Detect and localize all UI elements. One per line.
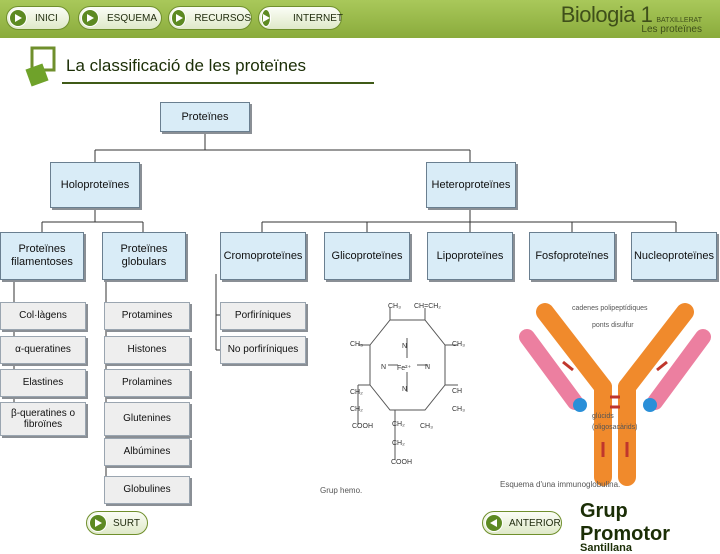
node-hetero-type: Cromoproteïnes [220,232,306,280]
nav-internet-label: INTERNET [293,12,343,24]
list-item: α-queratines [0,336,86,364]
list-item-label: Porfiríniques [234,310,292,322]
node-globulars-label: Proteïnes globulars [120,243,168,268]
antibody-label-glucids2: (oligosacàrids) [592,424,638,431]
heme-label: COOH [391,459,412,466]
list-item: β-queratines o fibroïnes [0,402,86,436]
list-item-label: α-queratines [15,344,71,356]
node-hetero-type: Fosfoproteïnes [529,232,615,280]
list-item-label: Albúmines [123,446,171,458]
node-lipoproteines-label: Lipoproteïnes [436,249,504,262]
play-back-icon [485,514,503,532]
immunoglobulin-icon [519,303,711,486]
heme-label: CH₃ [452,341,465,348]
heme-label: CH₃ [420,423,433,430]
node-hetero-type: Nucleoproteïnes [631,232,717,280]
nav-inici-button[interactable]: INICI [6,6,70,30]
list-item: Protamines [104,302,190,330]
antibody-caption: Esquema d'una immunoglobulina. [500,480,621,489]
list-item-label: Histones [127,344,167,356]
node-globulars: Proteïnes globulars [102,232,186,280]
title-underline [62,82,374,84]
antibody-label-bridges: ponts disulfur [592,322,634,329]
heme-label: CH=CH₂ [414,303,442,310]
brand-subtitle: BATXILLERAT [656,17,702,24]
heme-label: N [381,364,387,371]
play-icon [81,9,99,27]
list-item: Col·làgens [0,302,86,330]
heme-label: N [402,343,408,350]
nav-esquema-label: ESQUEMA [107,12,158,24]
publisher-logo: Grup Promotor Santillana [580,500,720,554]
list-item: Prolamines [104,369,190,397]
node-fosfoproteines-label: Fosfoproteïnes [535,249,609,262]
list-item-label: Protamines [121,310,173,322]
brand-section: Les proteïnes [641,24,702,35]
heme-structure-icon [357,308,458,460]
list-item-label: Col·làgens [19,310,67,322]
node-nucleoproteines-label: Nucleoproteïnes [633,249,715,262]
list-item: Globulines [104,476,190,504]
node-heteroproteines-label: Heteroproteïnes [431,178,511,191]
node-filamentoses: Proteïnes filamentoses [0,232,84,280]
anterior-button[interactable]: ANTERIOR [482,511,562,535]
node-hetero-type: Glicoproteïnes [324,232,410,280]
heme-label: CH₃ [350,341,363,348]
node-filamentoses-label: Proteïnes filamentoses [11,243,73,268]
list-item: Histones [104,336,190,364]
node-hetero-type: Lipoproteïnes [427,232,513,280]
heme-label: CH [452,388,463,395]
anterior-label: ANTERIOR [509,517,561,529]
list-item-label: β-queratines o fibroïnes [10,407,76,431]
decorative-squares-icon [25,46,56,87]
play-icon [261,9,271,27]
list-item: Albúmines [104,438,190,466]
play-icon [9,9,27,27]
list-item: No porfiríniques [220,336,306,364]
node-proteines-label: Proteïnes [181,110,229,123]
list-item: Glutenines [104,402,190,436]
node-holoproteines: Holoproteïnes [50,162,140,208]
logo-line1: Grup Promotor [580,500,670,545]
heme-label: CH₂ [350,389,363,396]
node-heteroproteines: Heteroproteïnes [426,162,516,208]
list-item: Elastines [0,369,86,397]
heme-label: N [402,386,408,393]
nav-internet-button[interactable]: INTERNET [258,6,343,30]
heme-label: N [425,364,431,371]
play-icon [89,514,107,532]
page-title: La classificació de les proteïnes [66,56,307,75]
node-holoproteines-label: Holoproteïnes [60,178,130,191]
brand-title: Biologia 1 [560,2,653,27]
heme-label: COOH [352,423,373,430]
heme-label: Fe²⁺ [397,365,412,372]
node-proteines: Proteïnes [160,102,250,132]
heme-label: CH₃ [388,303,401,310]
antibody-label-glucids: glúcids [592,413,614,420]
play-icon [171,9,187,27]
list-item: Porfiríniques [220,302,306,330]
nav-recursos-label: RECURSOS [194,12,251,24]
heme-label: CH₃ [452,406,465,413]
list-item-label: Glutenines [123,413,171,425]
heme-caption: Grup hemo. [320,486,363,495]
list-item-label: Prolamines [121,377,173,389]
list-item-label: Elastines [22,377,64,389]
heme-label: CH₂ [392,440,405,447]
heme-label: CH₂ [350,406,363,413]
surt-button[interactable]: SURT [86,511,148,535]
node-cromoproteines-label: Cromoproteïnes [223,249,303,262]
heme-label: CH₂ [392,421,405,428]
list-item-label: Globulines [123,484,171,496]
nav-inici-label: INICI [35,12,58,24]
list-item-label: No porfiríniques [227,344,299,356]
antibody-label-heavy: cadenes polipeptídiques [572,305,648,312]
nav-recursos-button[interactable]: RECURSOS [168,6,252,30]
node-glicoproteines-label: Glicoproteïnes [331,249,403,262]
surt-label: SURT [113,517,141,529]
nav-esquema-button[interactable]: ESQUEMA [78,6,162,30]
